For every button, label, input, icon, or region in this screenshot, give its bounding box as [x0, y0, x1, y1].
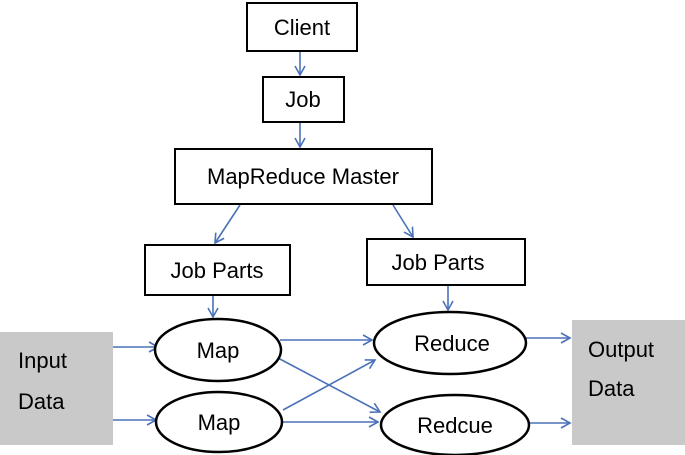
map-bottom-label: Map — [198, 410, 241, 435]
edge-master-jobparts-right — [392, 204, 414, 239]
job-node: Job — [262, 76, 345, 123]
master-label: MapReduce Master — [207, 164, 399, 189]
job-parts-right-node: Job Parts — [366, 238, 526, 286]
reduce-bottom-label: Redcue — [417, 413, 493, 438]
client-node: Client — [246, 2, 358, 52]
reduce-bottom-node: Redcue — [379, 393, 531, 455]
job-parts-right-label: Job Parts — [392, 250, 485, 275]
output-data-label-line2: Data — [588, 376, 635, 401]
input-data-label-line2: Data — [18, 389, 65, 414]
input-data-block: Input Data — [0, 332, 113, 445]
map-top-label: Map — [197, 338, 240, 363]
map-top-node: Map — [153, 317, 283, 383]
edges — [113, 52, 572, 429]
job-parts-left-label: Job Parts — [171, 258, 264, 283]
job-parts-left-node: Job Parts — [144, 244, 291, 296]
job-label: Job — [285, 87, 320, 112]
input-data-label-line1: Input — [18, 348, 67, 373]
output-data-label-line1: Output — [588, 337, 654, 362]
reduce-top-node: Reduce — [372, 310, 528, 376]
edge-mapbottom-reducetop — [282, 359, 377, 411]
reduce-top-label: Reduce — [414, 331, 490, 356]
client-label: Client — [274, 15, 330, 40]
map-bottom-node: Map — [154, 390, 284, 454]
master-node: MapReduce Master — [174, 148, 433, 205]
edge-master-jobparts-left — [214, 204, 241, 245]
output-data-block: Output Data — [572, 320, 685, 445]
